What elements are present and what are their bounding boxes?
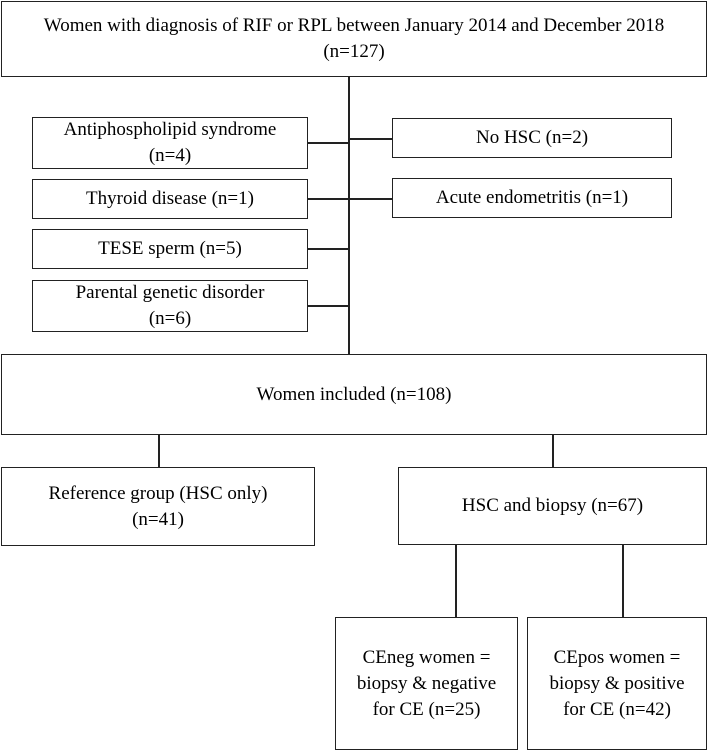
connector-parental: [307, 305, 349, 307]
box-reference-group: Reference group (HSC only) (n=41): [1, 467, 315, 546]
connector-to-reference: [158, 434, 160, 468]
box-ceneg-women: CEneg women = biopsy & negative for CE (…: [335, 617, 518, 750]
box-parental-genetic-disorder: Parental genetic disorder (n=6): [32, 280, 308, 332]
connector-main-trunk: [348, 76, 350, 354]
box-antiphospholipid-syndrome: Antiphospholipid syndrome (n=4): [32, 117, 308, 169]
box-no-hsc: No HSC (n=2): [392, 118, 672, 158]
connector-endometritis: [348, 198, 393, 200]
connector-to-hsc-biopsy: [552, 434, 554, 468]
box-hsc-and-biopsy: HSC and biopsy (n=67): [398, 467, 707, 545]
box-cepos-women: CEpos women = biopsy & positive for CE (…: [527, 617, 707, 750]
box-tese-sperm: TESE sperm (n=5): [32, 229, 308, 269]
connector-to-ceneg: [455, 544, 457, 618]
connector-apl: [307, 142, 349, 144]
connector-no-hsc: [348, 138, 393, 140]
connector-to-cepos: [622, 544, 624, 618]
box-thyroid-disease: Thyroid disease (n=1): [32, 179, 308, 219]
box-acute-endometritis: Acute endometritis (n=1): [392, 178, 672, 218]
connector-thyroid: [307, 198, 349, 200]
box-women-included: Women included (n=108): [1, 354, 707, 435]
connector-tese: [307, 248, 349, 250]
box-screened-women: Women with diagnosis of RIF or RPL betwe…: [1, 1, 707, 77]
